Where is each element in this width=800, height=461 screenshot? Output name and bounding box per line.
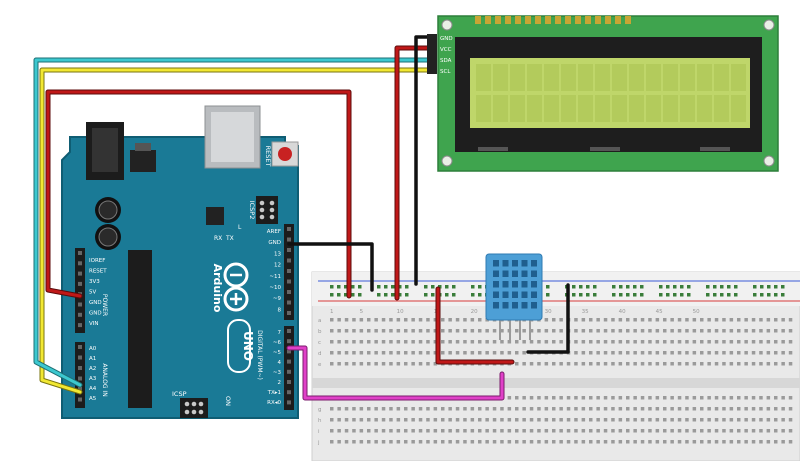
wire-dht-gnd xyxy=(526,283,570,354)
column-number: 50 xyxy=(693,309,700,315)
led-label: RX xyxy=(214,235,222,242)
led-label: L xyxy=(238,224,242,231)
analog-header-label: ANALOG IN xyxy=(101,363,108,396)
lcd-pin-label: SDA xyxy=(440,58,452,64)
arduino-logo xyxy=(223,262,249,312)
led-label: TX xyxy=(225,235,234,242)
analog-header xyxy=(75,342,85,408)
digital-pin-label: 2 xyxy=(278,380,282,386)
row-letter: j xyxy=(317,440,320,446)
row-letter: g xyxy=(318,407,322,413)
lcd-i2c-pins: GND VCC SDA SCL xyxy=(440,36,453,75)
power-pin-label: RESET xyxy=(89,269,107,275)
wire-gnd-arduino xyxy=(287,242,374,292)
icsp-header xyxy=(180,398,208,418)
icsp2-header xyxy=(256,196,278,224)
analog-pin-label: A5 xyxy=(89,396,97,402)
analog-pin-label: A0 xyxy=(89,346,97,352)
row-letter: h xyxy=(318,418,322,424)
analog-pin-label: A3 xyxy=(89,376,97,382)
power-header-label: POWER xyxy=(101,294,108,316)
digital-pin-label: 12 xyxy=(274,263,281,269)
row-letter: i xyxy=(318,429,320,435)
lcd-pin-label: VCC xyxy=(440,47,452,53)
icsp-label: ICSP xyxy=(172,390,187,398)
digital-pin-label: 4 xyxy=(278,360,282,366)
lcd-pin-label: SCL xyxy=(440,69,451,75)
power-pin-label: 5V xyxy=(89,290,96,296)
dht11-sensor xyxy=(485,253,543,340)
digital-pin-label: ~9 xyxy=(273,296,282,302)
power-header xyxy=(75,248,85,333)
analog-pin-label: A2 xyxy=(89,366,96,372)
column-number: 35 xyxy=(582,309,589,315)
row-letter: d xyxy=(318,351,322,357)
icsp2-label: ICSP2 xyxy=(248,201,256,220)
digital-pin-label: GND xyxy=(268,240,281,246)
lcd-pin-label: GND xyxy=(440,36,453,42)
digital-pin-label: ~6 xyxy=(273,340,282,346)
digital-pin-label: 7 xyxy=(278,330,282,336)
atmega-chip xyxy=(128,250,152,408)
digital-pin-label: ~11 xyxy=(269,274,281,280)
analog-pin-label: A4 xyxy=(89,386,97,392)
wires xyxy=(33,34,570,401)
digital-pin-label: ~3 xyxy=(273,370,282,376)
wire-lcd-gnd xyxy=(414,35,429,286)
usb-chip xyxy=(206,207,224,225)
row-letter: c xyxy=(318,340,321,346)
column-number: 40 xyxy=(619,309,626,315)
digital-pin-label: 8 xyxy=(278,307,282,313)
power-pin-label: VIN xyxy=(89,321,99,327)
analog-pin-label: A1 xyxy=(89,356,96,362)
dht11-vent-grid xyxy=(493,260,537,309)
lcd-top-pads xyxy=(475,16,631,24)
column-number: 1 xyxy=(330,309,334,315)
digital-pin-label: ~5 xyxy=(273,350,282,356)
reset-label: RESET xyxy=(264,146,272,167)
digital-pin-label: TX▸1 xyxy=(267,390,281,396)
on-label: ON xyxy=(224,396,232,406)
lcd-character-cells xyxy=(476,64,746,122)
voltage-regulator xyxy=(130,150,156,172)
uno-badge: UNO xyxy=(227,319,255,373)
digital-header-bottom xyxy=(284,326,294,410)
power-pin-label: 3V3 xyxy=(89,279,100,285)
digital-pin-label: AREF xyxy=(267,229,281,235)
row-letter: e xyxy=(318,362,322,368)
digital-pin-label: 13 xyxy=(274,251,281,257)
brand-label: Arduino xyxy=(211,264,224,313)
wire-lcd-vcc xyxy=(394,45,430,301)
power-pin-label: GND xyxy=(89,311,102,317)
lcd-1602-i2c-module: GND VCC SDA SCL xyxy=(437,15,779,172)
column-number: 10 xyxy=(397,309,404,315)
digital-pin-label: RX◂0 xyxy=(267,400,281,406)
row-letter: b xyxy=(318,329,322,335)
row-letter: a xyxy=(318,318,321,324)
power-pin-label: GND xyxy=(89,300,102,306)
power-pin-label: IOREF xyxy=(89,258,105,264)
digital-header-label: DIGITAL (PWM~) xyxy=(256,330,263,380)
column-number: 5 xyxy=(360,309,364,315)
digital-pin-label: ~10 xyxy=(269,285,281,291)
column-number: 45 xyxy=(656,309,663,315)
column-number: 20 xyxy=(471,309,478,315)
model-label: UNO xyxy=(241,331,255,361)
column-number: 30 xyxy=(545,309,552,315)
